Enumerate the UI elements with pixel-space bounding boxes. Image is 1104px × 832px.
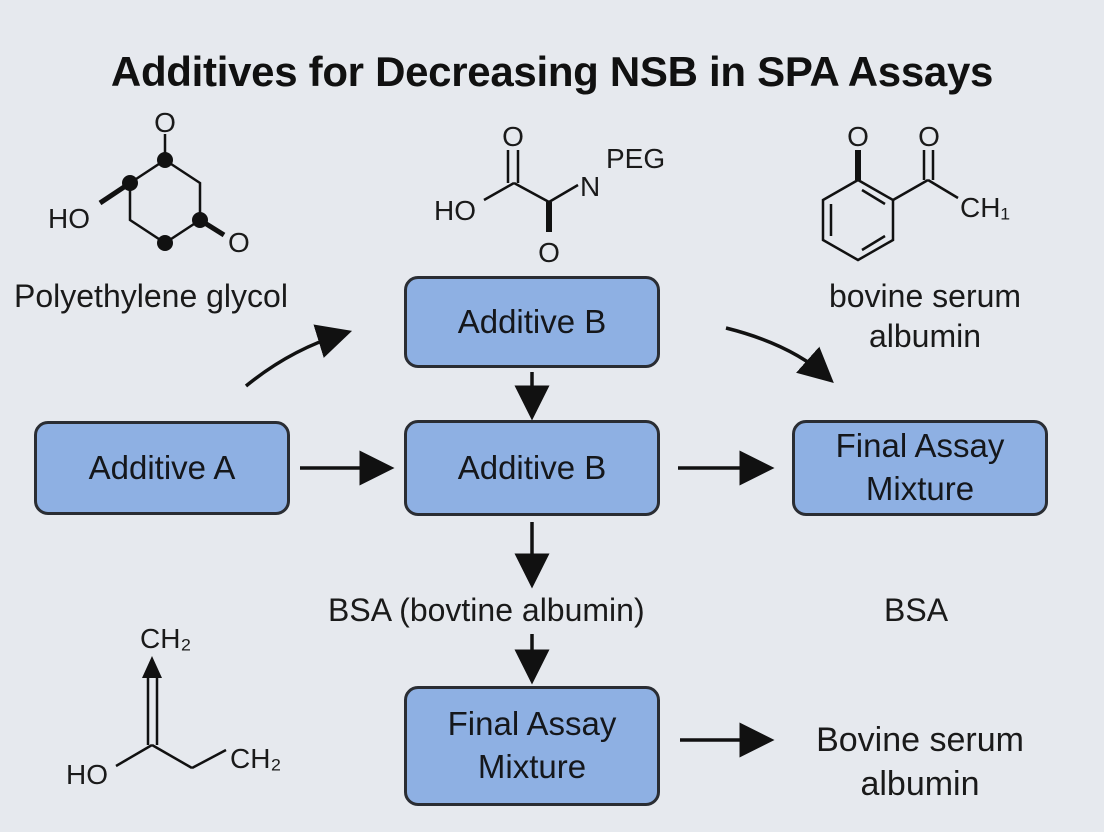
peg-n: N — [580, 171, 600, 202]
peg-chain-structure — [483, 150, 579, 232]
peg-o-bottom: O — [538, 237, 560, 268]
box-final-mixture-bottom: Final Assay Mixture — [404, 686, 660, 806]
box-final-mixture-bottom-label: Final Assay Mixture — [447, 705, 617, 785]
label-polyethylene-glycol: Polyethylene glycol — [14, 278, 288, 314]
box-additive-a: Additive A — [34, 421, 290, 515]
arrow-curve-to-b-top — [244, 324, 353, 388]
diagram-title: Additives for Decreasing NSB in SPA Assa… — [110, 48, 994, 95]
ring-o-top: O — [154, 107, 176, 138]
box-additive-a-label: Additive A — [88, 448, 236, 486]
vinyl-ch2-top: CH₂ — [140, 623, 191, 654]
peg-label: PEG — [606, 143, 665, 174]
box-final-mixture-right-label: Final Assay Mixture — [835, 427, 1005, 507]
label-bovine-serum-albumin-bottom: Bovine serum albumin — [816, 721, 1024, 804]
vinyl-ch2-right: CH₂ — [230, 743, 281, 774]
arrow-curve-to-bsa — [725, 326, 834, 383]
vinyl-arrowhead — [142, 656, 162, 678]
ring-ho: HO — [48, 203, 90, 234]
label-bsa-right: BSA — [884, 592, 949, 628]
vinyl-structure — [115, 676, 227, 770]
vinyl-ho: HO — [66, 759, 108, 790]
box-additive-b-top-label: Additive B — [457, 302, 607, 340]
label-bsa-parenthetical: BSA (bovtine albumin) — [328, 592, 645, 628]
ring-structure — [98, 134, 226, 245]
box-additive-b-center-label: Additive B — [457, 448, 607, 486]
peg-o-top: O — [502, 121, 524, 152]
label-bovine-serum-albumin-top: bovine serum albumin — [828, 278, 1022, 354]
box-additive-b-top: Additive B — [404, 276, 660, 368]
benzene-o-right: O — [918, 121, 940, 152]
ring-o-right: O — [228, 227, 250, 258]
box-final-mixture-right: Final Assay Mixture — [792, 420, 1048, 516]
benzene-o-left: O — [847, 121, 869, 152]
benzene-structure — [821, 150, 959, 262]
peg-ho: HO — [434, 195, 476, 226]
box-additive-b-center: Additive B — [404, 420, 660, 516]
ring-atoms — [122, 152, 208, 251]
benzene-ch: CH₁ — [960, 192, 1010, 223]
